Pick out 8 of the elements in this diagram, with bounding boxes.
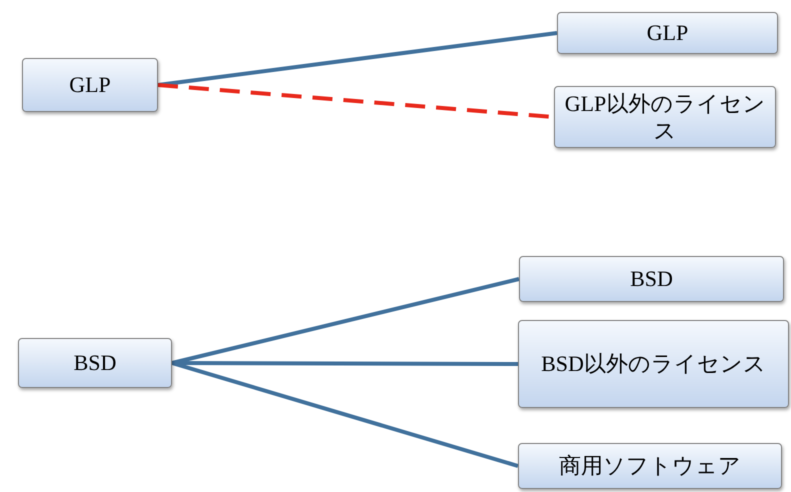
license-box: GLP以外のライセンス [554,86,776,148]
license-box: BSD [519,256,784,302]
license-box: BSD [18,338,172,388]
license-box: GLP [557,12,778,54]
connector-line [158,31,558,87]
license-box: BSD以外のライセンス [518,320,789,408]
license-box: 商用ソフトウェア [518,443,782,489]
license-box: GLP [22,58,158,112]
